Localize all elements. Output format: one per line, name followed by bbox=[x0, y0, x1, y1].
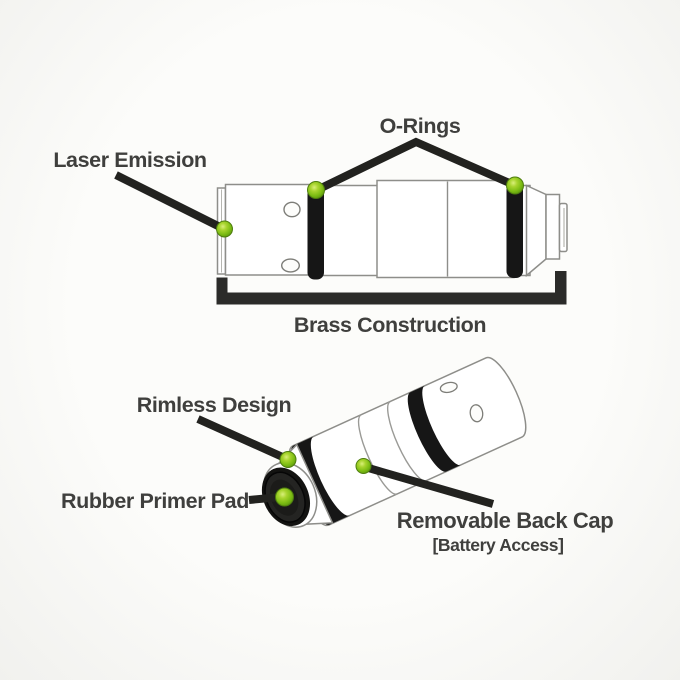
back-cap-pointer-line bbox=[363, 463, 495, 508]
back-cap-marker-dot bbox=[355, 458, 372, 474]
brass-construction-label: Brass Construction bbox=[294, 313, 486, 337]
removable-back-cap-label: Removable Back Cap bbox=[397, 508, 614, 533]
rimless-design-label: Rimless Design bbox=[137, 393, 292, 417]
primer-pad-marker-dot bbox=[275, 487, 294, 507]
o-rings-label: O-Rings bbox=[380, 114, 461, 138]
body-seam-2 bbox=[387, 400, 427, 482]
o-ring-front-marker-dot bbox=[307, 181, 325, 199]
rimless-marker-dot bbox=[279, 451, 297, 468]
o-ring-band-cap bbox=[290, 436, 350, 525]
labels: O-Rings Laser Emission Brass Constructio… bbox=[53, 114, 613, 555]
laser-emission-marker-dot bbox=[216, 220, 233, 238]
o-ring-rear-band bbox=[506, 181, 523, 278]
vent-hole-top bbox=[439, 381, 458, 394]
rimless-pointer-line bbox=[196, 415, 289, 463]
taper-section bbox=[525, 184, 547, 278]
vent-hole-lower bbox=[281, 258, 301, 273]
middle-body bbox=[376, 179, 515, 279]
back-cap-tip bbox=[558, 202, 568, 253]
body-seam-1 bbox=[357, 414, 398, 495]
laser-emission-pointer-line bbox=[114, 171, 226, 233]
pointer-lines bbox=[114, 137, 516, 508]
battery-access-label: [Battery Access] bbox=[432, 535, 563, 555]
front-housing bbox=[224, 183, 313, 276]
vent-hole-upper bbox=[283, 201, 301, 218]
o-ring-band-mid bbox=[407, 385, 461, 472]
back-cap-side bbox=[545, 193, 561, 260]
brass-bracket bbox=[216, 271, 567, 305]
vent-hole-side bbox=[469, 404, 484, 423]
o-ring-front-band bbox=[307, 183, 324, 280]
marker-dots bbox=[216, 176, 524, 507]
rubber-primer-pad-label: Rubber Primer Pad bbox=[61, 489, 249, 513]
o-ring-rear-marker-dot bbox=[506, 176, 524, 195]
o-rings-pointer-line bbox=[317, 137, 516, 193]
side-view-cartridge bbox=[216, 179, 568, 305]
laser-emission-label: Laser Emission bbox=[53, 148, 206, 172]
